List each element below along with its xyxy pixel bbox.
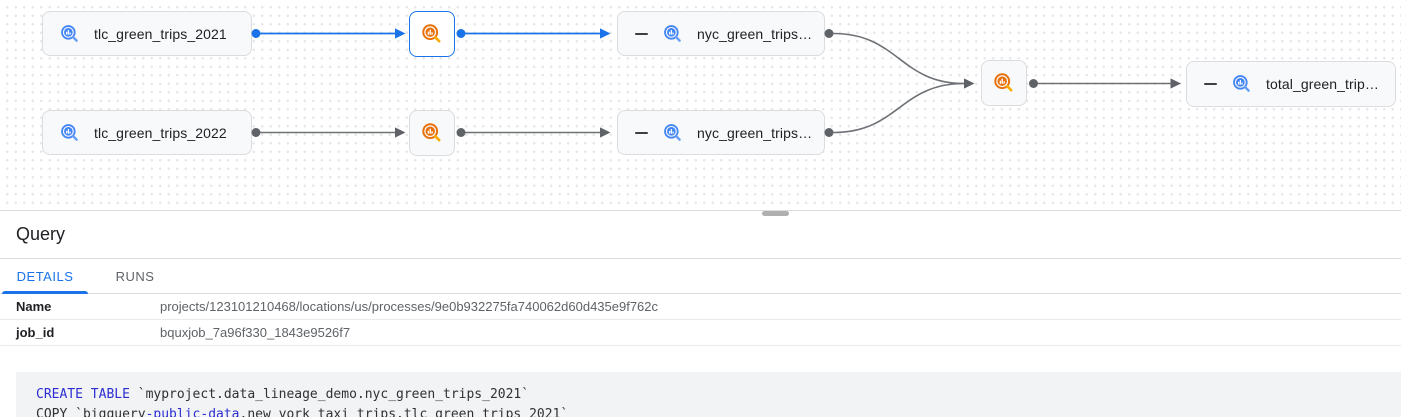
bigquery-table-icon bbox=[59, 122, 81, 144]
node-tlc-green-trips-2022[interactable]: tlc_green_trips_2022 bbox=[42, 110, 252, 155]
lineage-canvas[interactable]: tlc_green_trips_2021 nyc_green_trips… tl… bbox=[0, 0, 1401, 211]
node-label: tlc_green_trips_2021 bbox=[94, 25, 227, 42]
bigquery-table-icon bbox=[1231, 73, 1253, 95]
node-tlc-green-trips-2021[interactable]: tlc_green_trips_2021 bbox=[42, 11, 252, 56]
query-details-panel: Query DETAILS RUNS Name projects/1231012… bbox=[0, 211, 1401, 417]
bigquery-process-icon bbox=[420, 22, 444, 46]
node-total-green-trips[interactable]: total_green_trip… bbox=[1186, 61, 1396, 107]
sql-keyword: -public-data bbox=[145, 407, 240, 417]
sql-code-block: CREATE TABLE `myproject.data_lineage_dem… bbox=[16, 372, 1401, 417]
bigquery-process-icon bbox=[992, 71, 1016, 95]
bigquery-process-icon bbox=[420, 121, 444, 145]
table-row: job_id bquxjob_7a96f330_1843e9526f7 bbox=[0, 320, 1401, 346]
sql-line: CREATE TABLE `myproject.data_lineage_dem… bbox=[36, 387, 568, 417]
sql-keyword: CREATE TABLE bbox=[36, 387, 130, 402]
sql-text: .new_york_taxi_trips.tlc_green_trips_202… bbox=[239, 407, 569, 417]
sql-text: COPY `bigquery bbox=[36, 407, 146, 417]
edge-nyc2021-to-merge bbox=[824, 29, 965, 85]
edge-merge-to-total bbox=[1029, 78, 1181, 89]
node-label: total_green_trip… bbox=[1266, 76, 1379, 92]
edge-tlc2021-to-process bbox=[251, 28, 406, 39]
collapse-minus-icon[interactable] bbox=[1204, 83, 1217, 85]
edge-process-to-nyc2022 bbox=[456, 127, 611, 138]
process-node-query-merge[interactable] bbox=[981, 60, 1027, 106]
sql-text: `myproject.data_lineage_demo.nyc_green_t… bbox=[129, 387, 530, 402]
panel-tabbar: DETAILS RUNS bbox=[0, 259, 1401, 294]
details-table: Name projects/123101210468/locations/us/… bbox=[0, 294, 1401, 346]
detail-row-value: projects/123101210468/locations/us/proce… bbox=[160, 299, 659, 314]
node-label: tlc_green_trips_2022 bbox=[94, 124, 227, 141]
bigquery-table-icon bbox=[662, 122, 684, 144]
detail-row-value: bquxjob_7a96f330_1843e9526f7 bbox=[160, 325, 351, 340]
panel-resize-handle[interactable] bbox=[762, 211, 789, 216]
process-node-query-2022[interactable] bbox=[409, 110, 455, 156]
panel-header: Query bbox=[0, 211, 1401, 259]
tab-details[interactable]: DETAILS bbox=[0, 259, 90, 294]
node-nyc-green-trips-2022[interactable]: nyc_green_trips… bbox=[617, 110, 825, 155]
node-label: nyc_green_trips… bbox=[697, 124, 813, 141]
panel-title: Query bbox=[16, 224, 66, 244]
bigquery-table-icon bbox=[59, 23, 81, 45]
node-nyc-green-trips-2021[interactable]: nyc_green_trips… bbox=[617, 11, 825, 56]
process-node-query-selected[interactable] bbox=[409, 11, 455, 57]
detail-row-label: Name bbox=[16, 299, 52, 314]
node-label: nyc_green_trips… bbox=[697, 25, 813, 42]
table-row: Name projects/123101210468/locations/us/… bbox=[0, 294, 1401, 320]
edge-process-to-nyc2021 bbox=[456, 28, 611, 39]
collapse-minus-icon[interactable] bbox=[635, 32, 648, 35]
detail-row-label: job_id bbox=[16, 325, 55, 340]
edge-nyc2022-to-merge bbox=[824, 78, 975, 137]
collapse-minus-icon[interactable] bbox=[635, 131, 648, 134]
tab-runs[interactable]: RUNS bbox=[115, 268, 155, 284]
bigquery-table-icon bbox=[662, 23, 684, 45]
edge-tlc2022-to-process bbox=[251, 127, 406, 138]
